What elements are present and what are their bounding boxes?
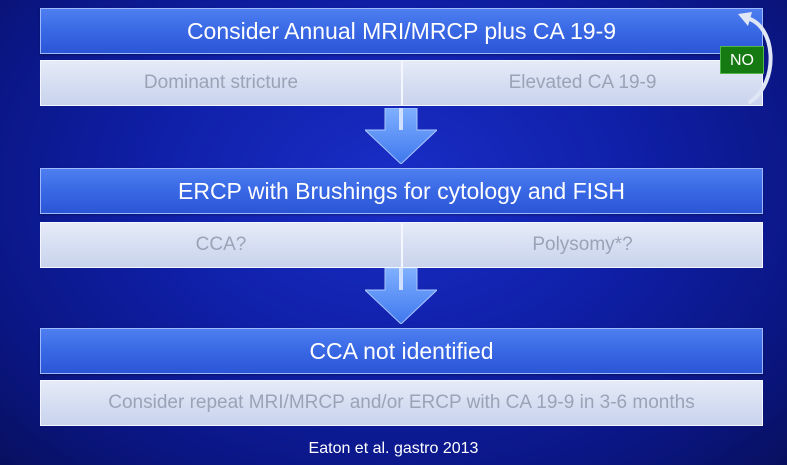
step-2-result-left: CCA? bbox=[40, 222, 402, 268]
result-cca: CCA? bbox=[195, 234, 247, 255]
step-1-criterion-left: Dominant stricture bbox=[40, 60, 402, 106]
step-3-header: CCA not identified bbox=[40, 328, 763, 374]
step-3-recommendation-row: Consider repeat MRI/MRCP and/or ERCP wit… bbox=[40, 380, 763, 426]
step-1-criteria-row: Dominant stricture Elevated CA 19-9 bbox=[40, 60, 763, 106]
step-2-results-row: CCA? Polysomy*? bbox=[40, 222, 763, 268]
no-label: NO bbox=[730, 52, 754, 69]
result-polysomy: Polysomy*? bbox=[532, 234, 633, 255]
recommendation-repeat-imaging: Consider repeat MRI/MRCP and/or ERCP wit… bbox=[108, 392, 695, 413]
step-2-header: ERCP with Brushings for cytology and FIS… bbox=[40, 168, 763, 214]
citation: Eaton et al. gastro 2013 bbox=[0, 440, 787, 458]
no-badge: NO bbox=[720, 46, 764, 74]
citation-text: Eaton et al. gastro 2013 bbox=[308, 440, 479, 457]
criterion-elevated-ca199: Elevated CA 19-9 bbox=[508, 72, 657, 93]
step-2-result-right: Polysomy*? bbox=[402, 222, 763, 268]
loop-back-arrow-icon bbox=[738, 12, 773, 104]
step-3-title: CCA not identified bbox=[309, 338, 494, 364]
step-2-title: ERCP with Brushings for cytology and FIS… bbox=[178, 178, 625, 204]
step-1-header: Consider Annual MRI/MRCP plus CA 19-9 bbox=[40, 8, 763, 54]
step-3-recommendation: Consider repeat MRI/MRCP and/or ERCP wit… bbox=[40, 380, 763, 426]
step-1-criterion-right: Elevated CA 19-9 bbox=[402, 60, 763, 106]
down-arrow-1-icon bbox=[365, 108, 437, 164]
criterion-dominant-stricture: Dominant stricture bbox=[143, 72, 299, 93]
step-1-title: Consider Annual MRI/MRCP plus CA 19-9 bbox=[186, 18, 617, 44]
down-arrow-2-icon bbox=[365, 268, 437, 324]
